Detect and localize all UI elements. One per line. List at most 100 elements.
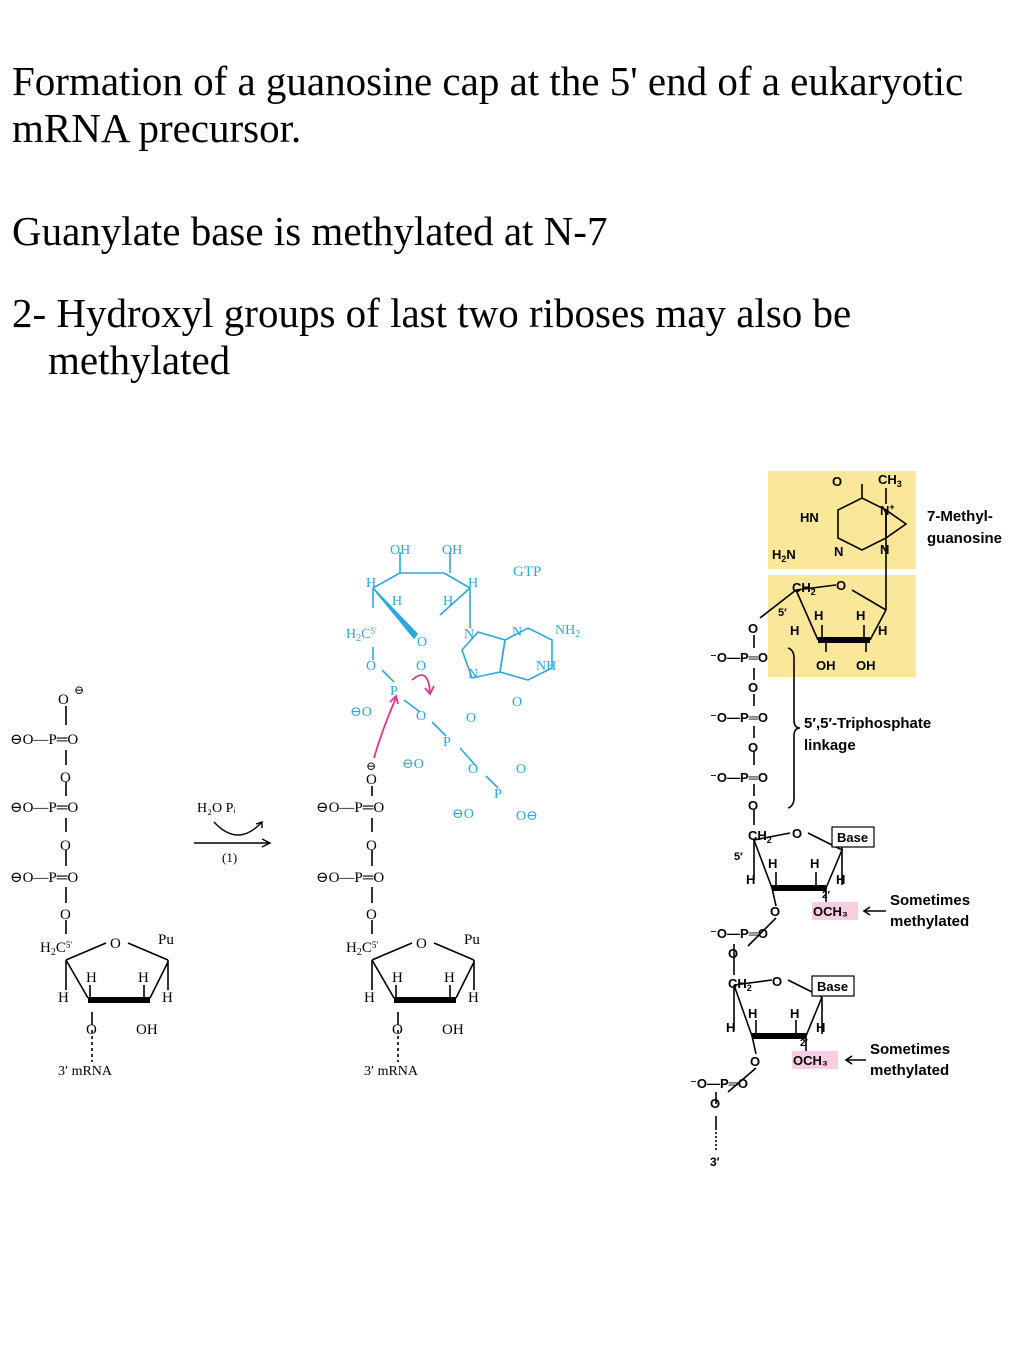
svg-text:H: H — [392, 594, 402, 609]
svg-text:CH2: CH2 — [728, 976, 752, 993]
svg-text:O: O — [512, 695, 522, 710]
methylguanine-highlight — [768, 471, 916, 569]
sometimes-methylated-2b: methylated — [870, 1062, 949, 1079]
svg-text:N: N — [880, 542, 889, 557]
svg-text:OH: OH — [816, 658, 836, 673]
svg-text:O: O — [366, 659, 376, 674]
svg-text:H2N: H2N — [772, 547, 796, 564]
svg-text:⊖O: ⊖O — [402, 757, 424, 772]
svg-text:O: O — [60, 838, 71, 854]
svg-text:O: O — [366, 838, 377, 854]
svg-text:OH: OH — [856, 658, 876, 673]
svg-text:CH2: CH2 — [748, 828, 772, 845]
svg-text:N: N — [464, 627, 474, 642]
gtp-molecule — [372, 552, 553, 789]
svg-text:O: O — [748, 740, 758, 755]
bullet-ribose-methylation: 2- Hydroxyl groups of last two riboses m… — [12, 290, 852, 383]
svg-text:O: O — [748, 798, 758, 813]
svg-text:N: N — [512, 625, 522, 640]
svg-text:O: O — [468, 762, 478, 777]
svg-text:⊖O: ⊖O — [350, 705, 372, 720]
methyl-box-1 — [812, 902, 858, 920]
svg-text:⊖O—P═O: ⊖O—P═O — [10, 870, 78, 886]
svg-text:O: O — [792, 826, 802, 841]
svg-text:O: O — [86, 1022, 97, 1038]
svg-text:⁻O—P═O: ⁻O—P═O — [710, 770, 768, 785]
svg-text:O: O — [416, 709, 426, 724]
svg-text:H: H — [468, 990, 479, 1006]
svg-text:H: H — [768, 856, 777, 871]
svg-text:H2C5′: H2C5′ — [346, 940, 378, 958]
svg-text:H: H — [748, 1006, 757, 1021]
svg-text:H: H — [58, 990, 69, 1006]
och3-2: OCH₃ — [793, 1053, 828, 1068]
svg-text:O: O — [58, 692, 69, 708]
base-box-2 — [811, 975, 855, 997]
svg-text:⁻O—P═O: ⁻O—P═O — [710, 710, 768, 725]
svg-text:N: N — [834, 544, 843, 559]
och3-1: OCH₃ — [813, 904, 848, 919]
svg-text:O: O — [832, 474, 842, 489]
svg-text:⊖O: ⊖O — [452, 807, 474, 822]
svg-text:N: N — [468, 667, 478, 682]
gtp-label: GTP — [513, 564, 541, 580]
svg-text:⊖: ⊖ — [74, 683, 84, 697]
reaction-reagents: H₂O Pᵢ — [197, 801, 236, 816]
svg-text:OH: OH — [442, 543, 462, 558]
svg-text:⊖: ⊖ — [366, 759, 376, 773]
base-box-1 — [831, 826, 875, 848]
svg-text:OH: OH — [442, 1022, 464, 1038]
svg-text:O: O — [416, 936, 427, 952]
svg-text:H: H — [816, 1020, 825, 1035]
left-3prime-mrna: 3′ mRNA — [58, 1064, 113, 1079]
svg-text:⊖O—P═O: ⊖O—P═O — [316, 800, 384, 816]
nucleophilic-attack-arrows — [373, 674, 435, 759]
bullet-guanosine-cap: Formation of a guanosine cap at the 5' e… — [12, 58, 964, 151]
svg-text:O⊖: O⊖ — [516, 809, 538, 824]
svg-text:HN: HN — [800, 510, 819, 525]
linkage-label-1: 5′,5′-Triphosphate — [804, 715, 931, 732]
svg-text:5′: 5′ — [778, 607, 787, 619]
svg-text:⊖O—P═O: ⊖O—P═O — [316, 870, 384, 886]
linkage-label-2: linkage — [804, 737, 856, 754]
svg-text:O: O — [770, 904, 780, 919]
svg-text:5′: 5′ — [734, 851, 743, 863]
svg-text:H: H — [364, 990, 375, 1006]
svg-text:P: P — [494, 787, 502, 802]
svg-text:H: H — [790, 623, 799, 638]
svg-text:2′: 2′ — [800, 1038, 809, 1049]
svg-text:Pu: Pu — [158, 932, 174, 948]
svg-text:NH2: NH2 — [555, 623, 580, 640]
svg-text:⁻O—P═O: ⁻O—P═O — [690, 1076, 748, 1091]
svg-text:O: O — [60, 907, 71, 923]
svg-text:O: O — [60, 770, 71, 786]
rna-middle — [371, 786, 475, 1062]
svg-text:H: H — [726, 1020, 735, 1035]
svg-text:H: H — [878, 623, 887, 638]
svg-text:O: O — [366, 907, 377, 923]
svg-text:⁻O—P═O: ⁻O—P═O — [710, 926, 768, 941]
svg-text:O: O — [466, 711, 476, 726]
svg-text:O: O — [728, 946, 738, 961]
svg-text:OH: OH — [390, 543, 410, 558]
svg-text:Pu: Pu — [464, 932, 480, 948]
svg-text:OH: OH — [136, 1022, 158, 1038]
methyl-box-2 — [792, 1051, 838, 1069]
svg-text:CH2: CH2 — [792, 580, 816, 597]
svg-text:O: O — [392, 1022, 403, 1038]
svg-text:O: O — [836, 578, 846, 593]
svg-text:H: H — [468, 576, 478, 591]
base-label-1: Base — [837, 830, 868, 845]
rna-triphosphate-end — [65, 706, 169, 1062]
reaction-step-label: (1) — [222, 850, 237, 865]
svg-text:H: H — [162, 990, 173, 1006]
svg-text:H: H — [366, 576, 376, 591]
svg-text:2′: 2′ — [822, 890, 831, 901]
sometimes-methylated-1b: methylated — [890, 913, 969, 930]
svg-text:O: O — [748, 621, 758, 636]
svg-text:O: O — [110, 936, 121, 952]
cap-3prime-end: 3′ — [710, 1155, 720, 1169]
svg-text:H2C5′: H2C5′ — [40, 940, 72, 958]
